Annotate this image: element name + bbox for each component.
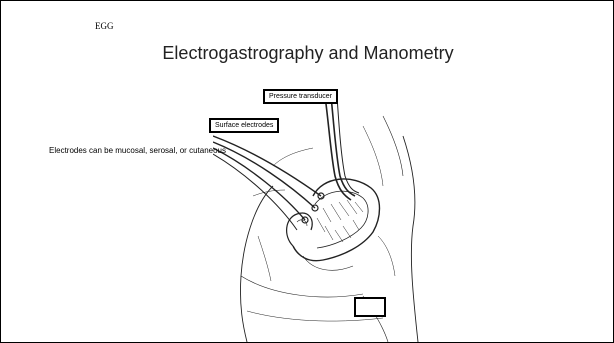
pressure-transducer-label: Pressure transducer (263, 89, 338, 104)
empty-label-box (354, 297, 386, 317)
surface-electrodes-label: Surface electrodes (209, 118, 279, 133)
header-tag: EGG (95, 21, 114, 31)
slide-title: Electrogastrography and Manometry (1, 43, 614, 64)
electrodes-caption: Electrodes can be mucosal, serosal, or c… (49, 146, 226, 155)
